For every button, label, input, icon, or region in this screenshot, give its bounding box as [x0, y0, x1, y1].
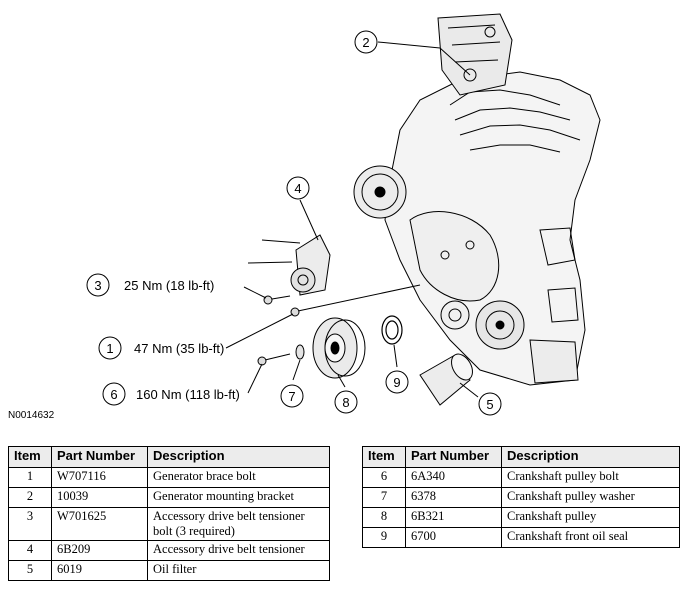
callout-2: 2	[362, 35, 369, 50]
oil-filter	[419, 353, 473, 406]
header-item: Item	[362, 446, 406, 468]
cell-part-number: 6B209	[51, 540, 148, 561]
cell-part-number: W701625	[51, 507, 148, 541]
cell-description: Oil filter	[147, 560, 330, 581]
cell-description: Accessory drive belt tensioner	[147, 540, 330, 561]
table-row: 2 10039 Generator mounting bracket	[8, 487, 330, 508]
callout-3: 3	[94, 278, 101, 293]
crankshaft-front-oil-seal	[381, 315, 403, 345]
table-header-row: Item Part Number Description	[362, 446, 680, 468]
cell-part-number: 6B321	[405, 507, 502, 528]
parts-table-right: Item Part Number Description 6 6A340 Cra…	[362, 446, 680, 548]
cell-item: 2	[8, 487, 52, 508]
leader-lines	[225, 41, 479, 398]
torque-label-1: 47 Nm (35 lb-ft)	[134, 341, 224, 356]
torque-label-6: 160 Nm (118 lb-ft)	[136, 387, 240, 402]
cell-part-number: W707116	[51, 467, 148, 488]
header-item: Item	[8, 446, 52, 468]
cell-item: 8	[362, 507, 406, 528]
cell-description: Generator brace bolt	[147, 467, 330, 488]
cell-part-number: 10039	[51, 487, 148, 508]
callout-5: 5	[486, 397, 493, 412]
cell-description: Crankshaft pulley washer	[501, 487, 680, 508]
cell-description: Crankshaft pulley bolt	[501, 467, 680, 488]
table-row: 9 6700 Crankshaft front oil seal	[362, 527, 680, 548]
callout-4: 4	[294, 181, 301, 196]
callout-9: 9	[393, 375, 400, 390]
cell-item: 7	[362, 487, 406, 508]
cell-description: Crankshaft pulley	[501, 507, 680, 528]
table-header-row: Item Part Number Description	[8, 446, 330, 468]
table-row: 5 6019 Oil filter	[8, 560, 330, 581]
header-part-number: Part Number	[51, 446, 148, 468]
table-row: 1 W707116 Generator brace bolt	[8, 467, 330, 488]
figure-id: N0014632	[8, 410, 55, 421]
table-row: 4 6B209 Accessory drive belt tensioner	[8, 540, 330, 561]
cell-item: 1	[8, 467, 52, 488]
header-description: Description	[501, 446, 680, 468]
callout-8: 8	[342, 395, 349, 410]
callout-1: 1	[106, 341, 113, 356]
callouts: 2 4 3 1 6 7 8 9 5	[86, 30, 502, 416]
torque-label-3: 25 Nm (18 lb-ft)	[124, 278, 214, 293]
cell-item: 9	[362, 527, 406, 548]
table-row: 8 6B321 Crankshaft pulley	[362, 507, 680, 528]
crankshaft-pulley	[312, 317, 366, 379]
table-row: 3 W701625 Accessory drive belt tensioner…	[8, 507, 330, 541]
cell-description: Crankshaft front oil seal	[501, 527, 680, 548]
callout-6: 6	[110, 387, 117, 402]
table-row: 6 6A340 Crankshaft pulley bolt	[362, 467, 680, 488]
engine-diagram: 2 4 3 1 6 7 8 9 5 25 Nm (18 lb-ft) 47 Nm…	[8, 13, 601, 421]
cell-item: 5	[8, 560, 52, 581]
belt-tensioner	[247, 234, 331, 296]
cell-item: 3	[8, 507, 52, 541]
engine-illustration	[353, 13, 601, 386]
parts-table-left: Item Part Number Description 1 W707116 G…	[8, 446, 330, 581]
cell-part-number: 6A340	[405, 467, 502, 488]
cell-part-number: 6700	[405, 527, 502, 548]
cell-description: Accessory drive belt tensioner bolt (3 r…	[147, 507, 330, 541]
header-part-number: Part Number	[405, 446, 502, 468]
crankshaft-pulley-washer	[295, 344, 305, 360]
callout-7: 7	[288, 389, 295, 404]
cell-description: Generator mounting bracket	[147, 487, 330, 508]
bolts	[257, 284, 421, 366]
cell-part-number: 6378	[405, 487, 502, 508]
cell-item: 4	[8, 540, 52, 561]
cell-item: 6	[362, 467, 406, 488]
header-description: Description	[147, 446, 330, 468]
cell-part-number: 6019	[51, 560, 148, 581]
table-row: 7 6378 Crankshaft pulley washer	[362, 487, 680, 508]
